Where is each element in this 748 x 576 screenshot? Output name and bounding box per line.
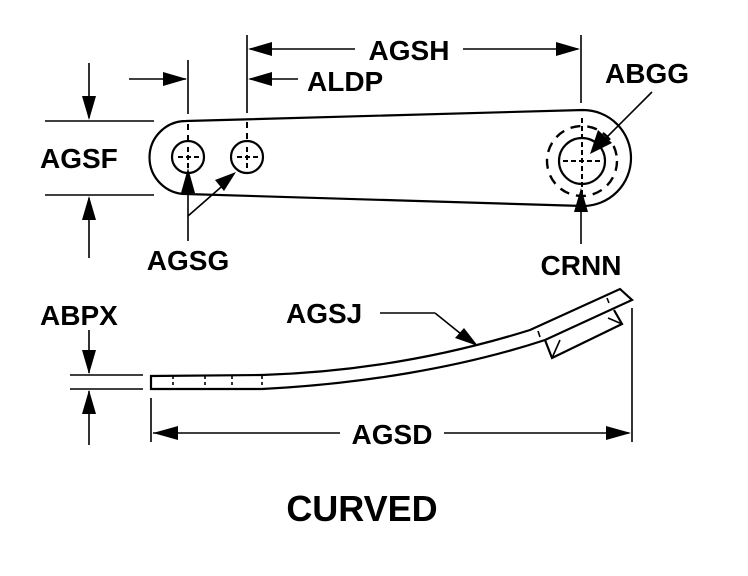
label-agsg: AGSG [147,245,229,276]
hole-2 [229,139,265,175]
label-abgg: ABGG [605,58,689,89]
label-agsh: AGSH [369,35,450,66]
end-lug [543,309,624,360]
leader-agsg: AGSG [147,168,236,276]
leader-agsj: AGSJ [286,298,478,346]
leader-crnn: CRNN [541,188,622,281]
large-hole [545,118,619,198]
label-aldp: ALDP [307,66,383,97]
dimension-agsh: AGSH [248,35,580,66]
dimension-agsd: AGSD [150,308,633,450]
diagram-title: CURVED [286,488,437,529]
side-view: AGSJ ABPX AGSD [40,287,634,450]
label-crnn: CRNN [541,250,622,281]
leader-abgg: ABGG [590,58,689,154]
top-view: AGSH ALDP AGSF AGSG [40,35,689,281]
curved-bar [149,287,634,391]
label-agsd: AGSD [352,419,433,450]
label-abpx: ABPX [40,300,118,331]
plate-outline [148,108,633,208]
label-agsj: AGSJ [286,298,362,329]
dimension-aldp: ALDP [129,66,383,97]
label-agsf: AGSF [40,143,118,174]
dimension-agsf: AGSF [40,63,154,258]
dimension-abpx: ABPX [40,300,143,445]
